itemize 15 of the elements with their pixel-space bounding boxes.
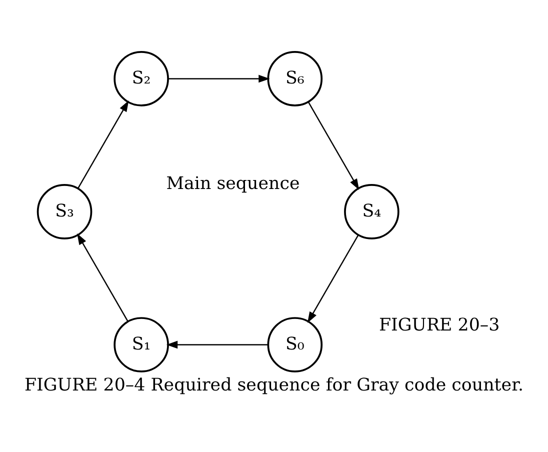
node-circle: S₀	[267, 317, 323, 372]
node-circle: S₃	[36, 184, 92, 240]
arrow	[308, 102, 360, 190]
label: Main sequence	[166, 174, 300, 194]
arrow	[307, 234, 359, 323]
node-circle: S₆	[267, 51, 323, 106]
arrow	[166, 340, 268, 349]
label: FIGURE 20–3	[378, 316, 500, 336]
node-circle: S₂	[114, 51, 169, 106]
arrow	[77, 233, 128, 322]
node-circle: S₁	[114, 317, 169, 372]
caption: FIGURE 20–4 Required sequence for Gray code counter.	[24, 375, 524, 396]
arrow	[77, 100, 129, 189]
node-circle: S₄	[344, 184, 400, 240]
arrow	[168, 74, 270, 83]
